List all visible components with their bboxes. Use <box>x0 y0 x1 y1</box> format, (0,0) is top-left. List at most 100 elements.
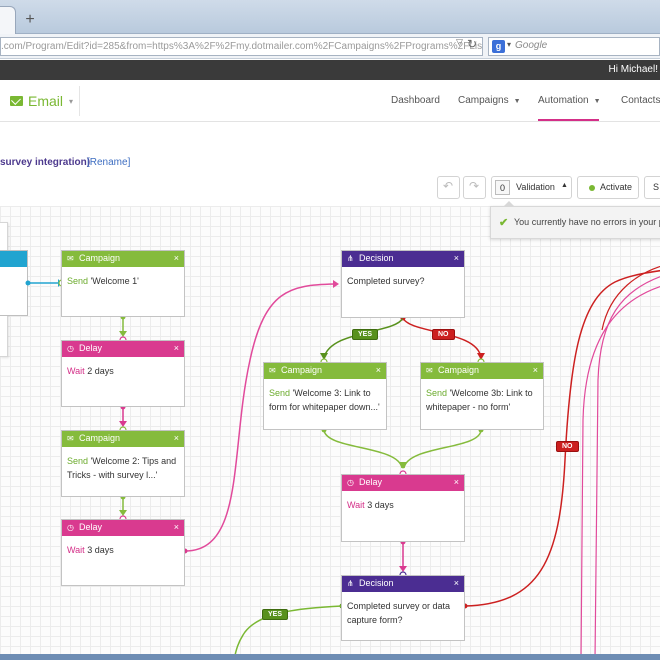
close-icon[interactable]: × <box>173 433 179 443</box>
envelope-icon: ✉ <box>67 254 74 263</box>
no-branch-label[interactable]: NO <box>556 441 579 452</box>
node-type-label: Campaign <box>79 433 121 443</box>
node-header: ✉ Campaign × <box>264 363 386 379</box>
node-body: Completed survey or data capture form? <box>342 592 464 627</box>
search-engine-icon[interactable]: g <box>492 40 505 53</box>
node-body: Completed survey? <box>342 267 464 288</box>
node-type-label: Delay <box>359 477 383 487</box>
yes-branch-label[interactable]: YES <box>262 609 289 620</box>
app-top-bar: Hi Michael! <box>0 60 660 80</box>
redo-button[interactable]: ↷ <box>463 176 486 199</box>
node-text: 'Welcome 3: Link to form for whitepaper … <box>269 388 380 412</box>
node-verb: Send <box>269 388 291 398</box>
validation-button[interactable]: 0 Validation ▲ <box>491 176 572 199</box>
browser-tab[interactable] <box>0 6 16 34</box>
chevron-down-icon: ▼ <box>593 98 601 105</box>
validation-count: 0 <box>495 180 510 195</box>
undo-icon: ↶ <box>443 179 454 193</box>
url-text: .com/Program/Edit?id=285&from=https%3A%2… <box>1 41 483 52</box>
campaign-node-welcome-3b[interactable]: ✉ Campaign × Send 'Welcome 3b: Link to wh… <box>420 362 544 430</box>
delay-node-3-days-b[interactable]: ◷Delay × Wait 3 days <box>341 474 465 542</box>
node-body: Send 'Welcome 1' <box>62 267 184 288</box>
node-header: ✉ Campaign × <box>62 251 184 267</box>
save-label: S <box>653 182 660 192</box>
close-icon[interactable]: × <box>453 253 459 263</box>
browser-tab-strip: + <box>0 0 660 34</box>
node-text: 3 days <box>87 545 114 555</box>
delay-node-3-days[interactable]: ◷Delay × Wait 3 days <box>61 519 185 586</box>
node-body: Wait 3 days <box>342 491 464 512</box>
new-tab-button[interactable]: + <box>25 11 35 28</box>
node-text: 'Welcome 2: Tips and Tricks - with surve… <box>67 456 177 480</box>
validation-label: Validation <box>516 182 555 192</box>
envelope-icon: ✉ <box>426 366 433 375</box>
validation-message: You currently have no errors in your p <box>514 217 660 227</box>
node-verb: Send <box>67 276 89 286</box>
node-verb: Send <box>426 388 448 398</box>
close-icon[interactable]: × <box>173 522 179 532</box>
node-type-label: Campaign <box>79 253 121 263</box>
node-verb: Wait <box>67 545 85 555</box>
node-body: Wait 2 days <box>62 357 184 378</box>
nav-contacts[interactable]: Contacts <box>621 95 660 106</box>
nav-campaigns[interactable]: Campaigns▼ <box>458 95 521 106</box>
reload-icon[interactable]: ↻ <box>467 37 478 51</box>
taskbar <box>0 654 660 660</box>
nav-label: Contacts <box>621 95 660 106</box>
envelope-icon: ✉ <box>269 366 276 375</box>
campaign-node-welcome-3[interactable]: ✉ Campaign × Send 'Welcome 3: Link to for… <box>263 362 387 430</box>
url-dropdown-icon[interactable]: ▽ <box>456 37 463 47</box>
search-engine-caret-icon[interactable]: ▾ <box>507 40 512 49</box>
validation-popup: ✔ You currently have no errors in your p <box>490 201 660 239</box>
close-icon[interactable]: × <box>173 253 179 263</box>
activate-button[interactable]: Activate <box>577 176 639 199</box>
decision-node-completed-survey[interactable]: ⋔Decision × Completed survey? <box>341 250 465 318</box>
node-header: ✉ Campaign × <box>62 431 184 447</box>
start-node[interactable] <box>0 250 28 316</box>
email-icon <box>10 96 23 106</box>
brand-switcher[interactable]: Email ▾ <box>10 93 73 109</box>
save-button[interactable]: S <box>644 176 660 199</box>
delay-node-2-days[interactable]: ◷Delay × Wait 2 days <box>61 340 185 407</box>
node-body: Send 'Welcome 3b: Link to whitepaper - n… <box>421 379 543 414</box>
envelope-icon: ✉ <box>67 434 74 443</box>
decision-node-survey-or-form[interactable]: ⋔Decision × Completed survey or data cap… <box>341 575 465 641</box>
nav-automation[interactable]: Automation▼ <box>538 95 601 106</box>
undo-button[interactable]: ↶ <box>437 176 460 199</box>
status-dot-icon <box>589 185 595 191</box>
redo-icon: ↷ <box>469 179 480 193</box>
brand-label: Email <box>28 93 64 109</box>
program-title: survey integration) <box>0 157 91 168</box>
url-input[interactable]: .com/Program/Edit?id=285&from=https%3A%2… <box>0 37 483 56</box>
yes-branch-label[interactable]: YES <box>352 329 379 340</box>
close-icon[interactable]: × <box>453 578 459 588</box>
rename-link[interactable]: [Rename] <box>87 157 131 168</box>
search-input[interactable]: g ▾ Google <box>488 37 660 56</box>
campaign-node-welcome-2[interactable]: ✉ Campaign × Send 'Welcome 2: Tips and Tr… <box>61 430 185 497</box>
node-type-label: Delay <box>79 343 103 353</box>
user-greeting[interactable]: Hi Michael! <box>608 64 658 75</box>
node-header: ✉ Campaign × <box>421 363 543 379</box>
node-type-label: Campaign <box>438 365 480 375</box>
close-icon[interactable]: × <box>532 365 538 375</box>
chevron-down-icon: ▾ <box>69 96 74 106</box>
node-text: Completed survey? <box>347 276 425 286</box>
node-verb: Send <box>67 456 89 466</box>
close-icon[interactable]: × <box>453 477 459 487</box>
decision-icon: ⋔ <box>347 579 354 588</box>
node-text: Completed survey or data capture form? <box>347 601 451 625</box>
no-branch-label[interactable]: NO <box>432 329 455 340</box>
campaign-node-welcome-1[interactable]: ✉ Campaign × Send 'Welcome 1' <box>61 250 185 317</box>
node-header: ⋔Decision × <box>342 576 464 592</box>
close-icon[interactable]: × <box>375 365 381 375</box>
node-type-label: Campaign <box>281 365 323 375</box>
decision-icon: ⋔ <box>347 254 354 263</box>
close-icon[interactable]: × <box>173 343 179 353</box>
nav-dashboard[interactable]: Dashboard <box>391 95 440 106</box>
node-type-label: Delay <box>79 522 103 532</box>
node-verb: Wait <box>67 366 85 376</box>
node-text: 'Welcome 1' <box>90 276 139 286</box>
nav-active-indicator <box>538 119 599 121</box>
node-header: ◷Delay × <box>342 475 464 491</box>
